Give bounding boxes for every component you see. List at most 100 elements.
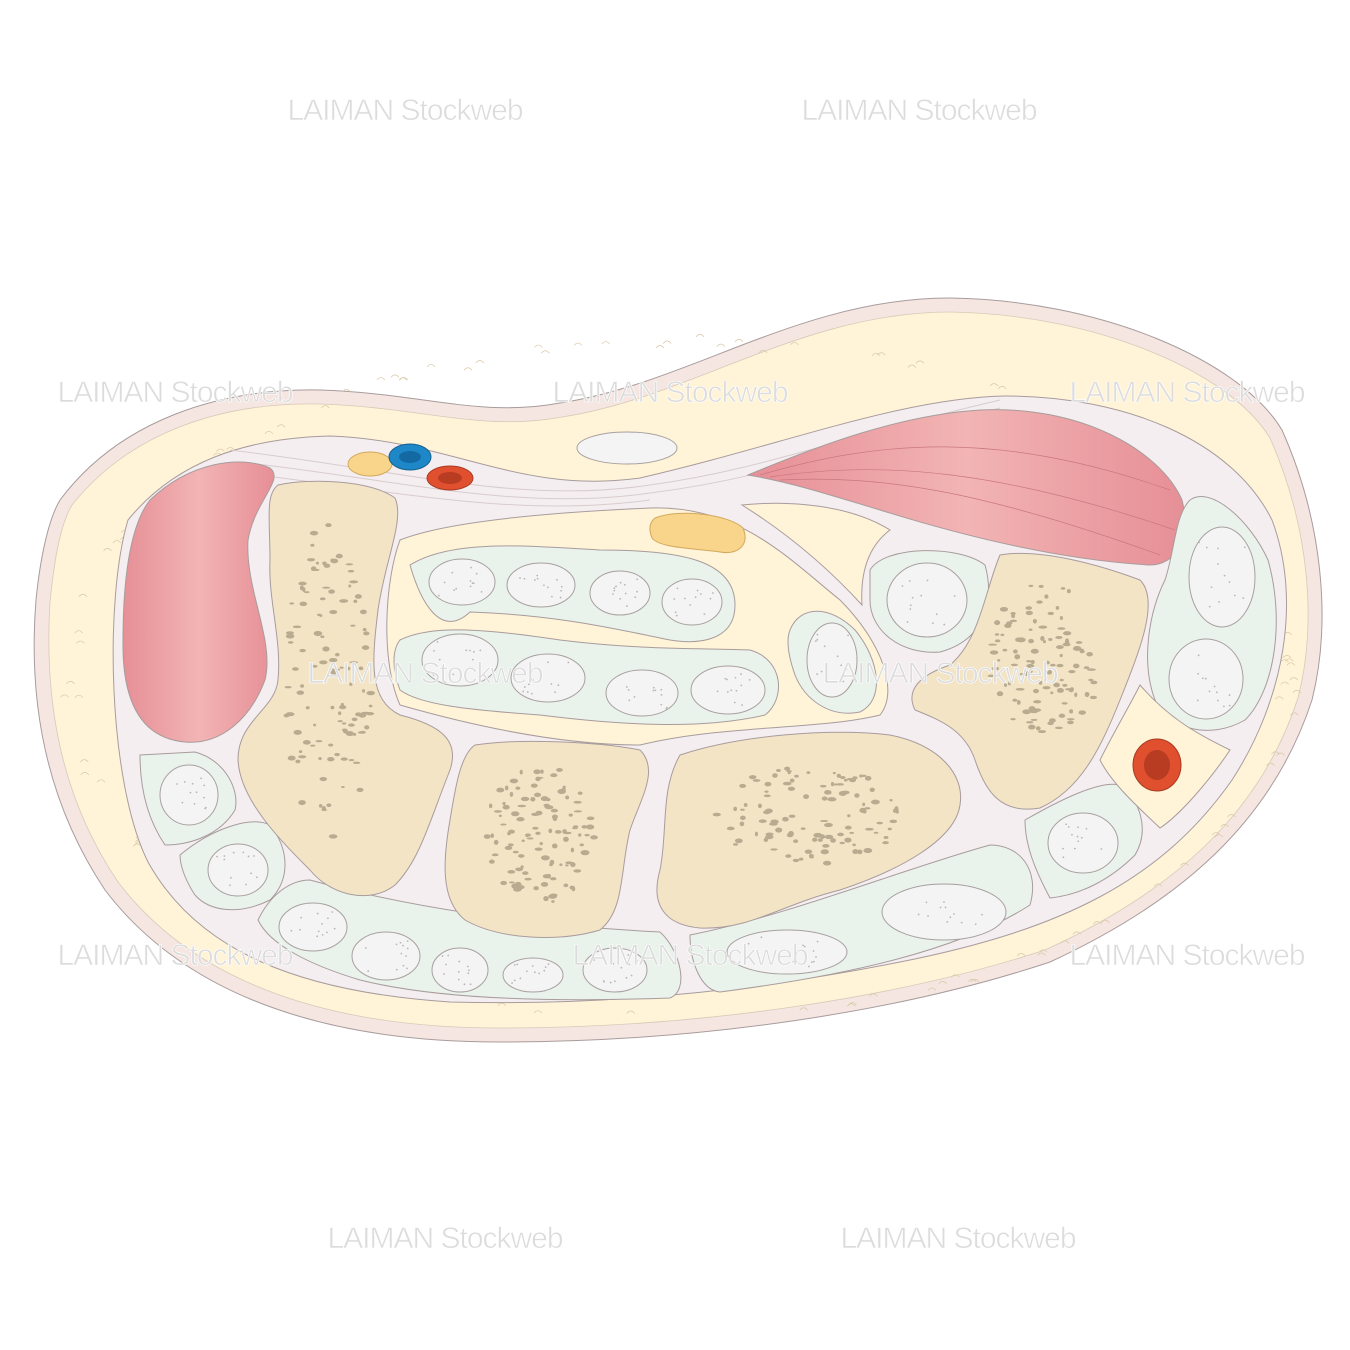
trabecula	[507, 843, 514, 847]
fat-lobule-mark	[1290, 712, 1299, 716]
trabecula	[1059, 615, 1064, 620]
tendon-fiber-dot	[536, 574, 539, 577]
tendon-fiber-dot	[627, 954, 630, 956]
trabecula	[1035, 726, 1041, 731]
ulnar-nerve	[347, 451, 393, 477]
tendon-fiber-dot	[935, 613, 938, 616]
trabecula	[1012, 698, 1018, 702]
fat-lobule-mark	[76, 640, 85, 644]
trabecula	[1069, 709, 1074, 714]
tendon-fiber-dot	[321, 933, 324, 936]
trabecula	[328, 834, 338, 839]
tendon-fiber-dot	[625, 976, 628, 979]
trabecula	[539, 842, 543, 846]
tendon-fiber-dot	[457, 978, 460, 981]
fat-lobule-mark	[573, 342, 583, 346]
trabecula	[515, 786, 521, 790]
trabecula	[1011, 614, 1016, 619]
tendon-fiber-dot	[471, 658, 474, 661]
trabecula	[1038, 625, 1048, 629]
trabecula	[849, 831, 855, 834]
tendon-fiber-dot	[1080, 836, 1083, 839]
trabecula	[504, 785, 509, 791]
trabecula	[1010, 718, 1016, 721]
tendon-fiber-dot	[200, 777, 203, 780]
fat-lobule-mark	[1289, 677, 1299, 681]
trabecula	[534, 847, 543, 851]
trabecula	[500, 880, 508, 886]
tendon	[159, 764, 219, 826]
tendon-fiber-dot	[519, 977, 522, 980]
trabecula	[1067, 720, 1074, 725]
capitate-bone	[444, 740, 650, 938]
tendon-fiber-dot	[480, 590, 483, 593]
tendon-fiber-dot	[1198, 541, 1200, 544]
trabecula	[515, 867, 523, 872]
trabecula	[857, 849, 863, 855]
trabecula	[307, 558, 316, 562]
fat-lobule-mark	[716, 343, 726, 347]
trabecula	[864, 775, 872, 781]
trabecula	[321, 806, 326, 812]
tendon-fiber-dot	[796, 961, 799, 964]
fat-lobule-mark	[276, 424, 286, 428]
trabecula	[1083, 666, 1090, 670]
trabecula	[1003, 682, 1008, 687]
fat-lobule-mark	[1282, 655, 1292, 659]
trabecula	[326, 803, 332, 808]
trabecula	[579, 843, 584, 847]
trabecula	[794, 774, 799, 778]
tendon-fiber-dot	[300, 916, 303, 919]
tendon-fiber-dot	[402, 944, 404, 947]
trabecula	[776, 768, 781, 772]
trabecula	[565, 864, 569, 867]
trabecula	[543, 895, 549, 902]
trabecula	[994, 639, 1000, 643]
tendon-fiber-dot	[927, 915, 929, 917]
trabecula	[365, 711, 375, 716]
tendon-fiber-dot	[406, 940, 409, 942]
trabecula	[1028, 628, 1033, 631]
fat-lobule-mark	[846, 1003, 856, 1007]
fat-lobule-mark	[226, 447, 235, 451]
trabecula	[551, 843, 558, 849]
fat-lobule-mark	[970, 978, 980, 982]
tendon	[506, 562, 576, 608]
trabecula	[363, 631, 370, 636]
trabecula	[1032, 618, 1037, 624]
trabecula	[817, 838, 823, 842]
fat-lobule-mark	[80, 759, 89, 763]
watermark-text: LAIMAN Stockweb	[822, 657, 1057, 690]
tendon-fiber-dot	[531, 965, 534, 967]
tendon-fiber-dot	[465, 649, 468, 652]
trabecula	[844, 837, 852, 843]
tendon	[510, 653, 586, 703]
thenar-muscle-fibers	[759, 446, 1176, 556]
trabecula	[813, 832, 823, 838]
fat-lobule-mark	[475, 360, 485, 364]
tendon-fiber-dot	[909, 604, 912, 607]
trabecula	[1050, 663, 1056, 667]
trabecula	[822, 843, 830, 848]
tendon-fiber-dot	[812, 950, 815, 952]
tendon-fiber-dot	[628, 963, 630, 966]
tendon-fiber-dot	[229, 884, 231, 887]
fat-lobule-mark	[533, 1010, 543, 1014]
tendon-fiber-dot	[689, 604, 692, 606]
tendon-fiber-dot	[816, 638, 819, 641]
trabecula	[577, 791, 583, 795]
watermark-text: LAIMAN Stockweb	[327, 1222, 562, 1255]
trabecula	[770, 848, 778, 851]
trabecula	[1086, 652, 1093, 657]
trabecula	[522, 871, 529, 875]
tendon-fiber-dot	[683, 597, 686, 600]
tendon-fiber-dot	[316, 912, 319, 915]
tendon-fiber-dot	[367, 970, 370, 972]
trabecula	[355, 712, 362, 717]
trabecula	[1029, 669, 1033, 673]
trabecula	[310, 566, 317, 571]
trabecula	[540, 796, 549, 802]
trabecula	[1072, 645, 1082, 652]
fat-lobule-mark	[399, 377, 409, 381]
tendon-fiber-dot	[441, 955, 444, 957]
